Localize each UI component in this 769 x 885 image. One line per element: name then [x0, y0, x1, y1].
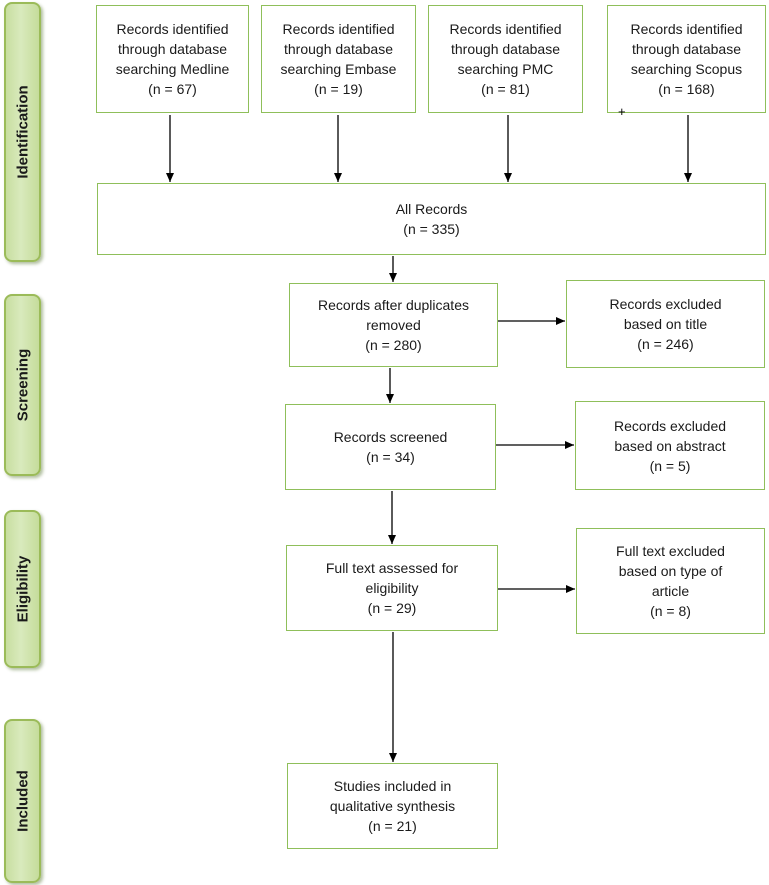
box-excluded-abstract-line1: Records excluded	[613, 417, 727, 434]
box-scopus-line3: searching Scopus	[630, 61, 743, 77]
box-pmc-line1: Records identified	[449, 21, 562, 37]
box-studies-included: Studies included in qualitative synthesi…	[287, 763, 498, 849]
phase-screening: Screening	[4, 294, 41, 476]
box-medline-line1: Records identified	[116, 21, 229, 37]
box-after-duplicates-count: (n = 280)	[365, 337, 422, 353]
box-excluded-type-line3: article	[651, 583, 690, 599]
box-included-count: (n = 21)	[368, 818, 417, 834]
box-excluded-type-count: (n = 8)	[650, 603, 691, 619]
box-all-records: All Records (n = 335)	[97, 183, 766, 255]
box-full-text-line2: eligibility	[365, 580, 419, 596]
box-embase-line1: Records identified	[282, 21, 395, 37]
box-all-records-line1: All Records	[395, 201, 468, 217]
phase-included: Included	[4, 719, 41, 883]
box-excluded-type: Full text excluded based on type of arti…	[576, 528, 765, 634]
box-excluded-abstract-line2: based on abstract	[614, 437, 726, 454]
box-full-text-count: (n = 29)	[367, 600, 417, 616]
box-medline-line2: through database	[118, 41, 227, 57]
box-excluded-title-line1: Records excluded	[609, 296, 722, 312]
box-excluded-title: Records excluded based on title (n = 246…	[566, 280, 765, 368]
box-medline-line3: searching Medline	[115, 61, 230, 77]
box-full-text-line1: Full text assessed for	[325, 560, 459, 576]
box-records-screened-line1: Records screened	[333, 429, 448, 445]
box-excluded-title-line2: based on title	[623, 316, 708, 332]
box-pmc-line3: searching PMC	[457, 61, 554, 77]
box-excluded-abstract-count: (n = 5)	[649, 457, 691, 474]
box-records-screened: Records screened (n = 34)	[285, 404, 496, 490]
box-full-text-assessed: Full text assessed for eligibility (n = …	[286, 545, 498, 631]
box-scopus-count: (n = 168)	[658, 81, 715, 97]
phase-eligibility: Eligibility	[4, 510, 41, 668]
box-included-line2: qualitative synthesis	[329, 798, 456, 814]
box-scopus-line1: Records identified	[630, 21, 743, 37]
box-all-records-count: (n = 335)	[403, 221, 460, 237]
box-excluded-title-count: (n = 246)	[637, 336, 694, 352]
box-after-duplicates-line1: Records after duplicates	[318, 297, 469, 313]
box-pmc-line2: through database	[451, 41, 560, 57]
box-embase-count: (n = 19)	[314, 81, 363, 97]
box-medline: Records identified through database sear…	[96, 5, 249, 113]
box-excluded-type-line2: based on type of	[618, 563, 723, 579]
box-excluded-type-line1: Full text excluded	[616, 543, 725, 559]
box-after-duplicates: Records after duplicates removed (n = 28…	[289, 283, 498, 367]
box-embase-line3: searching Embase	[280, 61, 397, 77]
box-scopus-line2: through database	[632, 41, 741, 57]
box-scopus: Records identified through database sear…	[607, 5, 766, 113]
box-excluded-abstract: Records excluded based on abstract (n = …	[575, 401, 765, 490]
stray-plus-mark: +	[618, 104, 626, 119]
box-pmc: Records identified through database sear…	[428, 5, 583, 113]
phase-identification: Identification	[4, 2, 41, 262]
box-included-line1: Studies included in	[333, 778, 452, 794]
box-medline-count: (n = 67)	[148, 81, 197, 97]
box-after-duplicates-line2: removed	[366, 317, 421, 333]
box-pmc-count: (n = 81)	[481, 81, 530, 97]
box-records-screened-count: (n = 34)	[366, 449, 415, 465]
box-embase: Records identified through database sear…	[261, 5, 416, 113]
box-embase-line2: through database	[284, 41, 393, 57]
